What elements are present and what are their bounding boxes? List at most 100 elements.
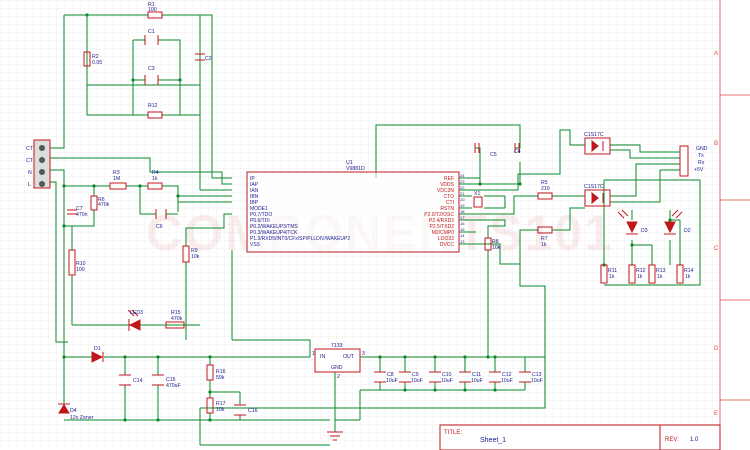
resistor-r9[interactable]	[182, 245, 190, 263]
led3[interactable]	[127, 309, 141, 331]
resistor-r16[interactable]	[206, 364, 214, 381]
capacitor-c6[interactable]	[155, 209, 167, 219]
u1-pin-left: IBP	[250, 200, 259, 206]
u1-pin-left: MODE1	[250, 206, 268, 212]
label-r8-value: 10k	[492, 245, 501, 251]
resistor-r12-top[interactable]	[147, 111, 163, 119]
label-c1: C1	[148, 29, 155, 35]
resistor-r3[interactable]	[109, 182, 127, 190]
label-c4: C4	[514, 149, 521, 155]
resistor-r17[interactable]	[206, 397, 214, 414]
label-regulator-pin-in: 1	[312, 351, 315, 357]
label-c8-ref: C8	[387, 372, 394, 378]
capacitor-c13[interactable]	[519, 371, 531, 383]
zener-d4[interactable]	[58, 403, 70, 414]
label-r17-value: 10k	[216, 407, 225, 413]
label-j2-gnd: GND	[696, 146, 708, 152]
u1-pin-left: IAP	[250, 182, 259, 188]
led-d2[interactable]	[664, 209, 683, 235]
label-r12-value: 1k	[637, 274, 643, 280]
resistor-r4[interactable]	[147, 182, 163, 190]
resistor-r11[interactable]	[600, 264, 608, 284]
resistor-r14[interactable]	[676, 264, 684, 284]
label-d1: D1	[94, 346, 101, 352]
resistor-r2[interactable]	[83, 51, 91, 67]
capacitor-c9[interactable]	[399, 371, 411, 383]
label-j1-ct1: CT	[26, 146, 34, 152]
label-regulator-out: OUT	[343, 354, 355, 360]
capacitor-c8[interactable]	[374, 371, 386, 383]
regulator-7133[interactable]	[314, 348, 361, 373]
u1-pin-right: CTO	[444, 194, 455, 200]
capacitor-c5[interactable]	[474, 143, 480, 153]
resistor-r12[interactable]	[628, 264, 636, 284]
label-r2-value: 0.05	[92, 60, 102, 66]
label-r3-ref: R3	[113, 170, 120, 176]
label-r5-value: 210	[541, 186, 550, 192]
capacitor-c10[interactable]	[429, 371, 441, 383]
u1-pin-left: P0.3/WAKEUP4/TCK	[250, 230, 298, 236]
wires	[50, 14, 701, 446]
resistor-r5[interactable]	[537, 192, 553, 200]
zone-letter: B	[714, 141, 718, 147]
diode-d1[interactable]	[91, 351, 104, 363]
label-c9-value: 10uF	[411, 378, 423, 384]
capacitor-c11[interactable]	[459, 371, 471, 383]
label-r13-ref: R13	[656, 268, 666, 274]
label-u1-ref: U1	[346, 160, 353, 166]
label-r10-ref: R10	[76, 261, 86, 267]
capacitor-c14[interactable]	[119, 374, 131, 386]
rev-label: REV:	[665, 437, 679, 443]
label-c7-ref: C7	[76, 206, 83, 212]
label-r16-value: 59k	[216, 375, 225, 381]
label-r6-value: 470k	[98, 202, 110, 208]
led-d3[interactable]	[617, 209, 638, 235]
label-c3: C3	[148, 66, 155, 72]
label-c12-value: 10uF	[501, 378, 513, 384]
resistor-r1[interactable]	[147, 11, 163, 19]
u1-pin-number: 23	[460, 179, 465, 184]
u1-pin-left: IAN	[250, 188, 259, 194]
connector-j2[interactable]	[679, 145, 689, 177]
optocoupler-2[interactable]	[584, 189, 611, 207]
u1-pin-left: VSS	[250, 242, 261, 248]
label-j2-tx: Tx	[698, 153, 704, 159]
connector-j1[interactable]	[33, 139, 51, 189]
label-c11-ref: C11	[472, 372, 481, 378]
label-r9-value: 10k	[191, 254, 200, 260]
resistor-r8[interactable]	[484, 237, 492, 251]
capacitor-c16[interactable]	[234, 404, 246, 416]
u1-pin-number: 24	[460, 173, 465, 178]
label-regulator-pin-out: 3	[362, 351, 365, 357]
label-regulator-pin-gnd: 2	[337, 374, 340, 380]
label-c15-value: 470uF	[166, 383, 181, 389]
capacitor-c7[interactable]	[67, 209, 77, 215]
capacitor-c2[interactable]	[195, 53, 205, 61]
capacitor-c4[interactable]	[514, 143, 520, 153]
resistor-r10[interactable]	[68, 249, 76, 276]
optocoupler-1[interactable]	[584, 137, 611, 155]
u1-pin-right: RSTN	[440, 206, 454, 212]
u1-pin-number: 21	[460, 191, 465, 196]
capacitor-c3[interactable]	[144, 75, 159, 85]
zone-letter: A	[714, 51, 718, 57]
ground-icon	[327, 431, 343, 441]
ic-u1-body[interactable]	[246, 171, 460, 253]
capacitor-c12[interactable]	[489, 371, 501, 383]
capacitor-c15[interactable]	[152, 374, 164, 386]
label-c13-value: 10uF	[531, 378, 543, 384]
capacitor-c1[interactable]	[144, 35, 159, 45]
u1-pin-left: P1.3/RXD5/INT0/CFx/SP/PLLDIV/WAKEUP2	[250, 236, 350, 242]
resistor-r15[interactable]	[165, 321, 185, 329]
resistor-r6[interactable]	[90, 195, 98, 211]
resistor-r7[interactable]	[537, 226, 553, 234]
resistor-r13[interactable]	[648, 264, 656, 284]
label-c8-value: 10uF	[386, 378, 398, 384]
crystal-x1[interactable]	[473, 196, 483, 208]
label-c9-ref: C9	[412, 372, 419, 378]
ic-u1-left-pins: IP IAP IAN IBN IBP MODE1 P0.7/TDO P0.6/T…	[250, 176, 350, 248]
u1-pin-number: 15	[460, 227, 465, 232]
label-d3: D3	[641, 228, 648, 234]
label-r12-ref: R12	[636, 268, 646, 274]
